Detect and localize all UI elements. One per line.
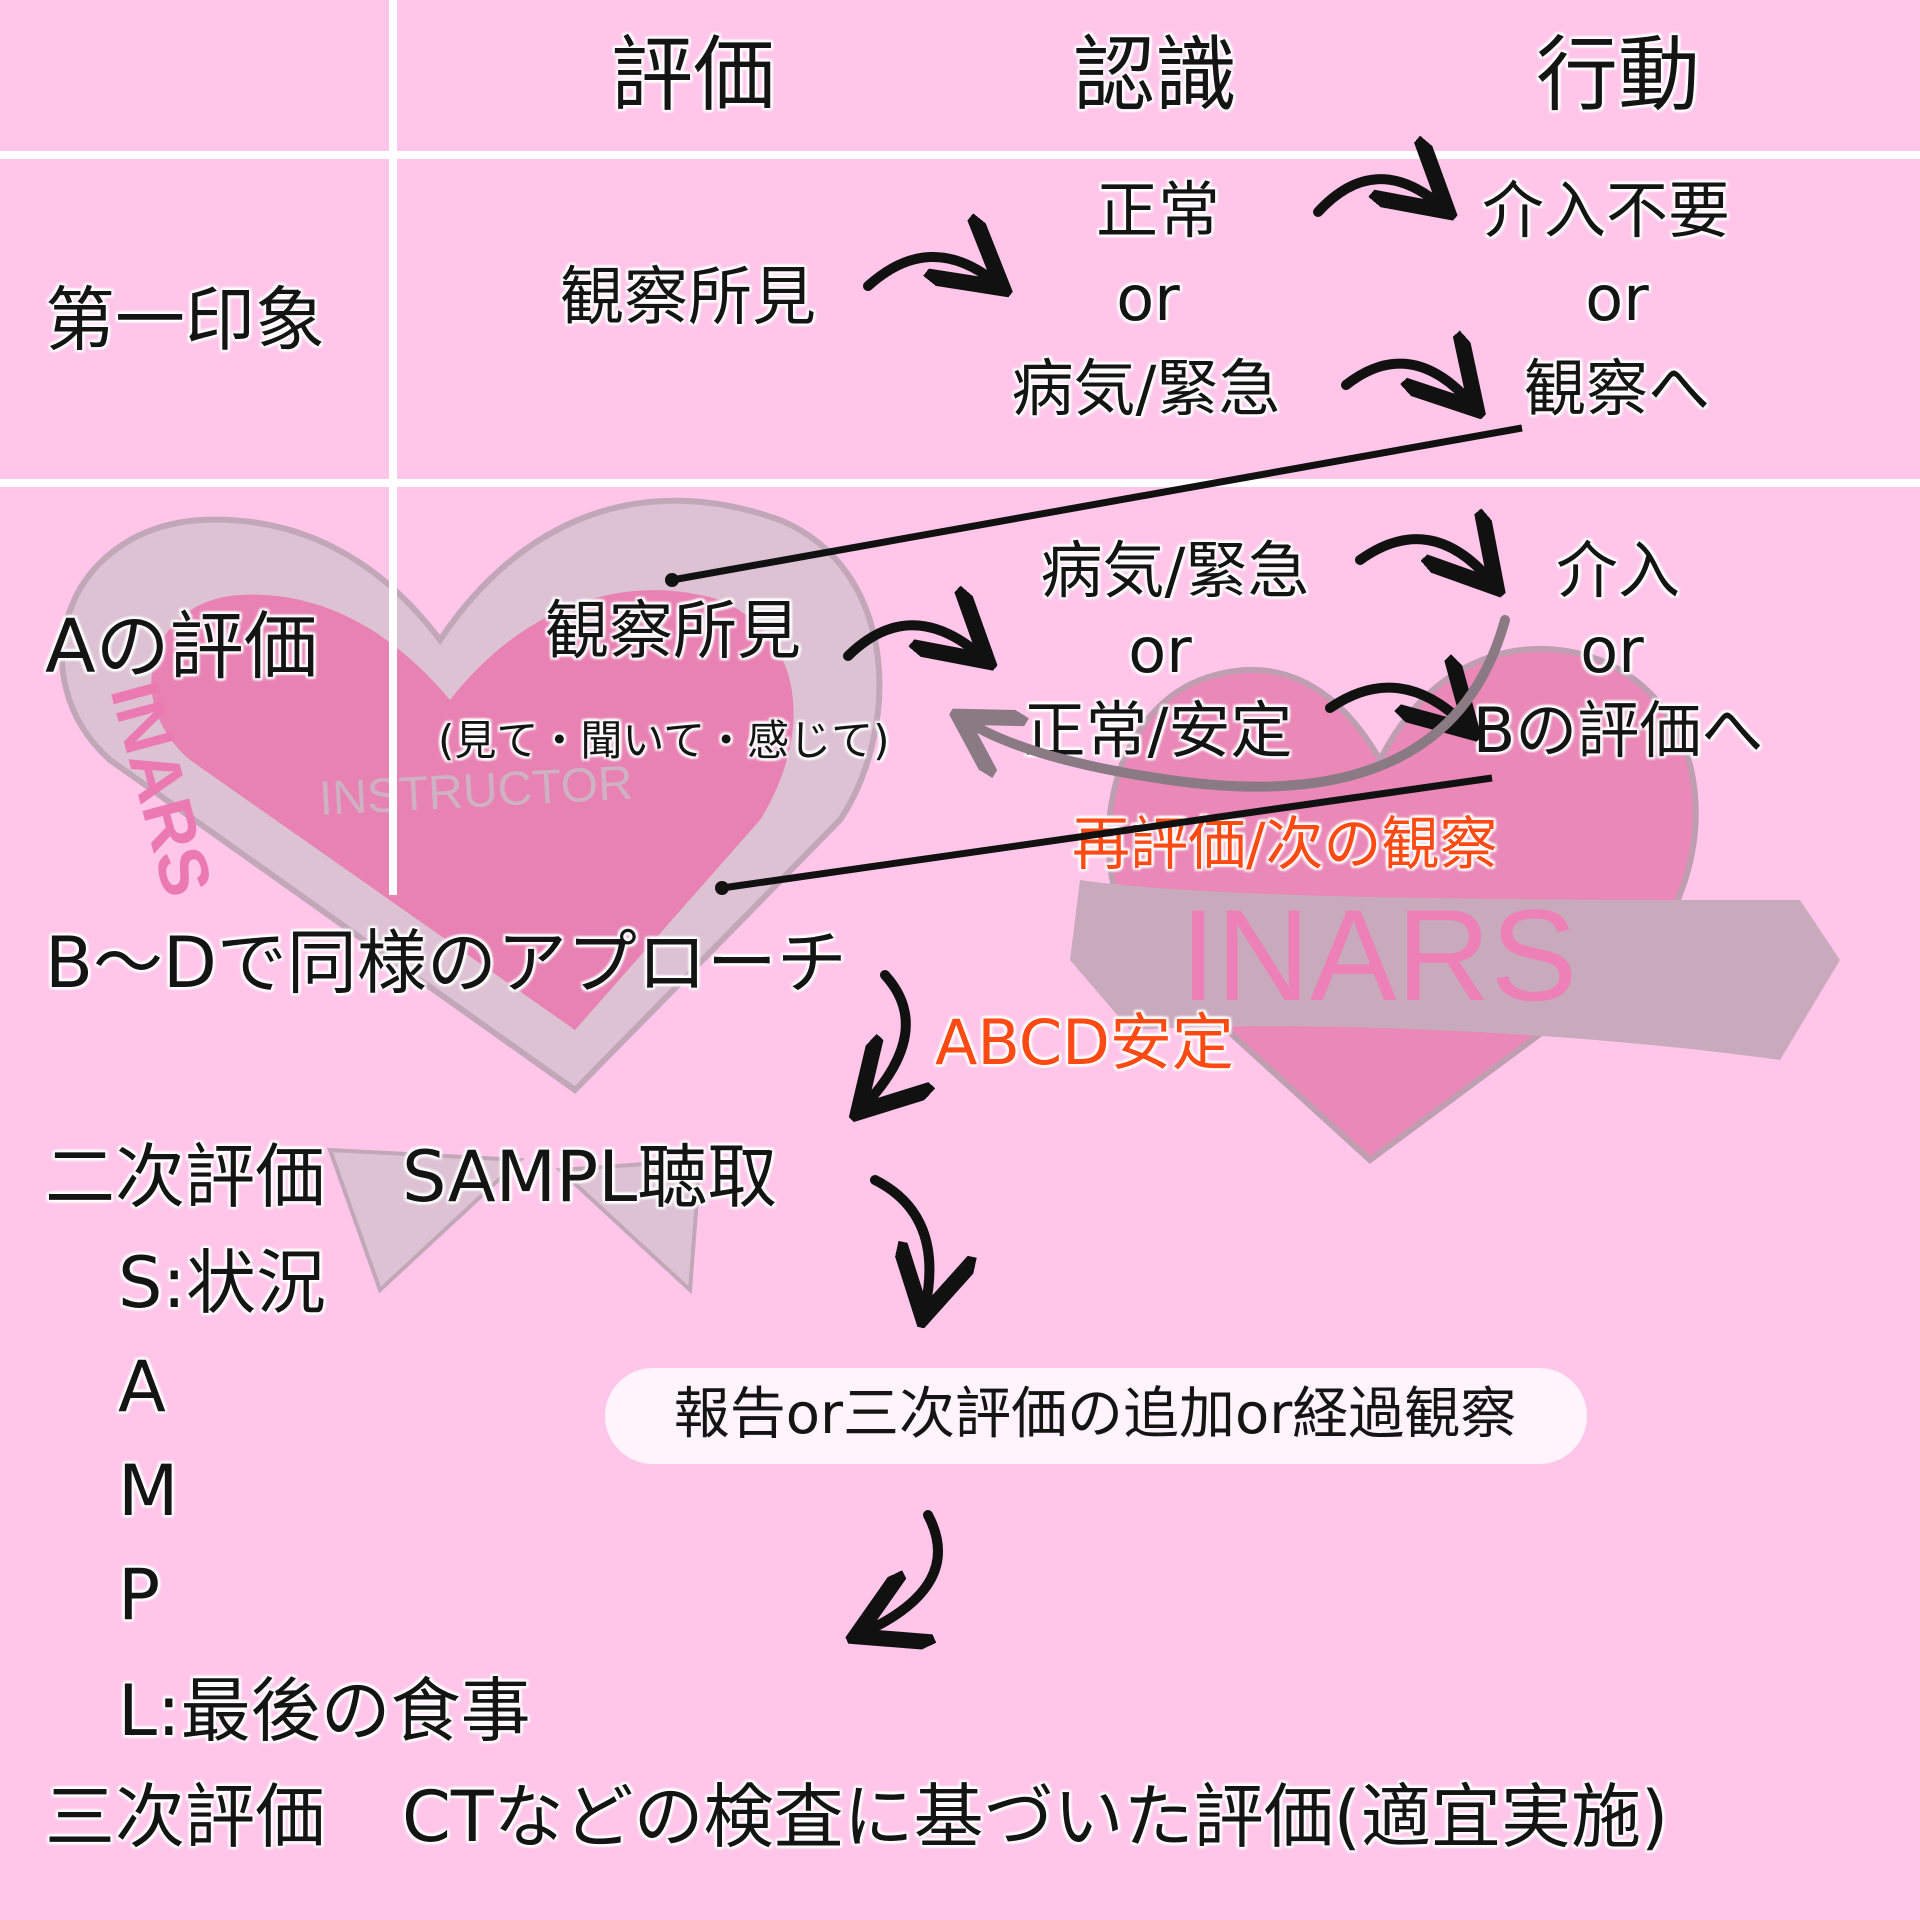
a-eval-recog-or: or — [1128, 614, 1192, 687]
abcd-stable-label: ABCD安定 — [935, 1006, 1234, 1079]
connector-dot-a — [665, 573, 679, 587]
a-eval-recog-top: 病気/緊急 — [1040, 534, 1310, 607]
connector-observe-to-a-eval — [671, 424, 1523, 584]
a-eval-action-bottom: Bの評価へ — [1472, 694, 1764, 767]
a-eval-action-top: 介入 — [1555, 534, 1681, 607]
arrow-sampl-to-result — [870, 1175, 929, 1308]
a-eval-assess: 観察所見 — [545, 595, 801, 669]
arrow-result-to-tertiary — [865, 1510, 943, 1632]
bd-approach-text: B〜Dで同様のアプローチ — [45, 922, 847, 1004]
header-assess: 評価 — [610, 28, 776, 123]
sampl-item: A — [118, 1346, 166, 1428]
arrow-bd-to-secondary — [865, 970, 906, 1105]
sampl-item: P — [118, 1554, 161, 1636]
arrow-fi-normal-to-no-intervention — [1313, 179, 1440, 212]
instructor-heart-badge: INSTRUCTOR INARS — [59, 497, 883, 1295]
arrow-a-ill-to-intervene — [1355, 539, 1490, 580]
a-eval-recog-bottom: 正常/安定 — [1023, 694, 1293, 767]
first-impression-recog-bottom: 病気/緊急 — [1011, 352, 1281, 425]
first-impression-recog-top: 正常 — [1095, 174, 1221, 247]
inars-heart-badge: INARS — [1070, 645, 1840, 1164]
connector-reevaluate — [721, 774, 1493, 892]
a-eval-assess-note: (見て・聞いて・感じて) — [438, 716, 890, 765]
tertiary-eval-text: CTなどの検査に基づいた評価(適宜実施) — [402, 1776, 1669, 1858]
connector-dot-b — [715, 881, 729, 895]
first-impression-action-top: 介入不要 — [1481, 174, 1731, 247]
arrow-fi-assess-to-recog — [863, 257, 995, 286]
a-eval-action-or: or — [1580, 614, 1644, 687]
inars-label: INARS — [1180, 882, 1577, 1028]
row-label-first-impression: 第一印象 — [45, 279, 325, 361]
header-action: 行動 — [1535, 28, 1701, 123]
arrow-fi-ill-to-observe — [1341, 364, 1470, 402]
first-impression-recog-or: or — [1116, 262, 1180, 335]
sampl-item: L:最後の食事 — [118, 1670, 531, 1752]
first-impression-assess: 観察所見 — [560, 261, 816, 335]
first-impression-action-bottom: 観察へ — [1523, 352, 1711, 425]
header-recognize: 認識 — [1072, 28, 1238, 123]
row-label-a-eval: Aの評価 — [45, 604, 318, 690]
sampl-label: SAMPL聴取 — [402, 1136, 778, 1218]
arrow-intervene-loop — [968, 615, 1510, 792]
arrow-a-assess-to-recog — [843, 625, 980, 656]
sampl-item: M — [118, 1450, 179, 1532]
tertiary-eval-label: 三次評価 — [45, 1776, 325, 1858]
first-impression-action-or: or — [1585, 262, 1649, 335]
sampl-item: S:状況 — [118, 1242, 327, 1324]
arrow-a-normal-to-b-eval — [1325, 688, 1465, 725]
secondary-eval-label: 二次評価 — [45, 1136, 325, 1218]
result-pill — [605, 1368, 1587, 1464]
result-pill-text: 報告or三次評価の追加or経過観察 — [673, 1382, 1517, 1447]
